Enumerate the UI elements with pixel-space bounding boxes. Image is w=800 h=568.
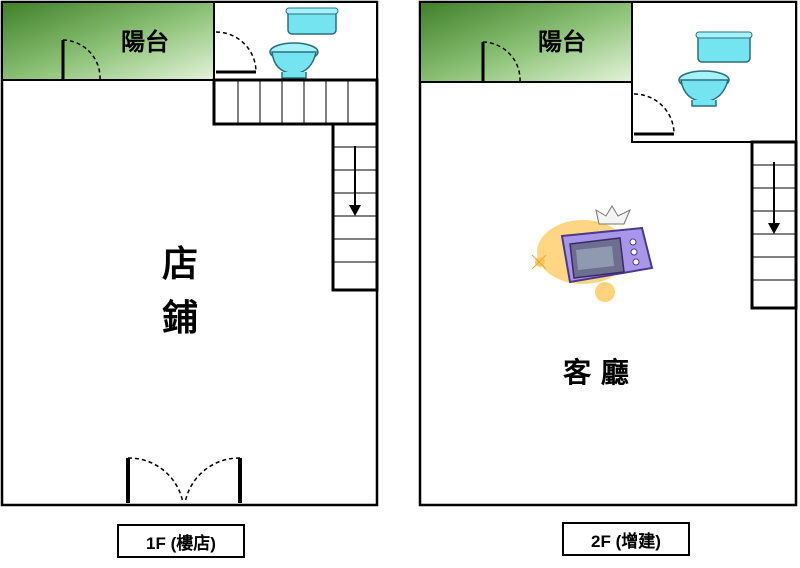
toilet-icon xyxy=(678,31,753,107)
floor-1-plan: 陽台 xyxy=(0,0,379,507)
floor-1-caption: 1F (樓店) xyxy=(117,524,245,558)
floor-2-caption-text: 2F (增建) xyxy=(591,531,661,551)
floor-1-room-label-line1: 店 xyxy=(162,244,198,285)
floor-2-caption: 2F (增建) xyxy=(562,522,690,556)
floor-1-caption-text: 1F (樓店) xyxy=(146,533,216,553)
floor-2-stair-vertical xyxy=(750,140,798,310)
door-swing-icon xyxy=(215,31,257,74)
door-swing-icon xyxy=(481,41,521,83)
toilet-icon xyxy=(269,7,339,79)
floor-1-room-label-line2: 鋪 xyxy=(162,298,198,339)
floor-1-stair-horizontal xyxy=(212,78,379,126)
floor-2-room-label: 客 廳 xyxy=(563,356,629,389)
floor-1-stair-vertical xyxy=(331,122,379,292)
floor-1-balcony-label: 陽台 xyxy=(121,28,169,56)
door-swing-icon xyxy=(61,39,101,81)
floor-1-balcony xyxy=(1,1,215,81)
floor-2-balcony xyxy=(419,1,633,83)
entrance-double-door xyxy=(126,457,242,504)
stair-arrow-icon xyxy=(349,146,361,216)
door-swing-icon xyxy=(633,93,675,136)
stair-arrow-icon xyxy=(768,162,780,234)
floor-2-plan: 陽台 xyxy=(418,0,798,507)
microwave-icon xyxy=(531,205,654,302)
floor-2-balcony-label: 陽台 xyxy=(538,28,586,56)
